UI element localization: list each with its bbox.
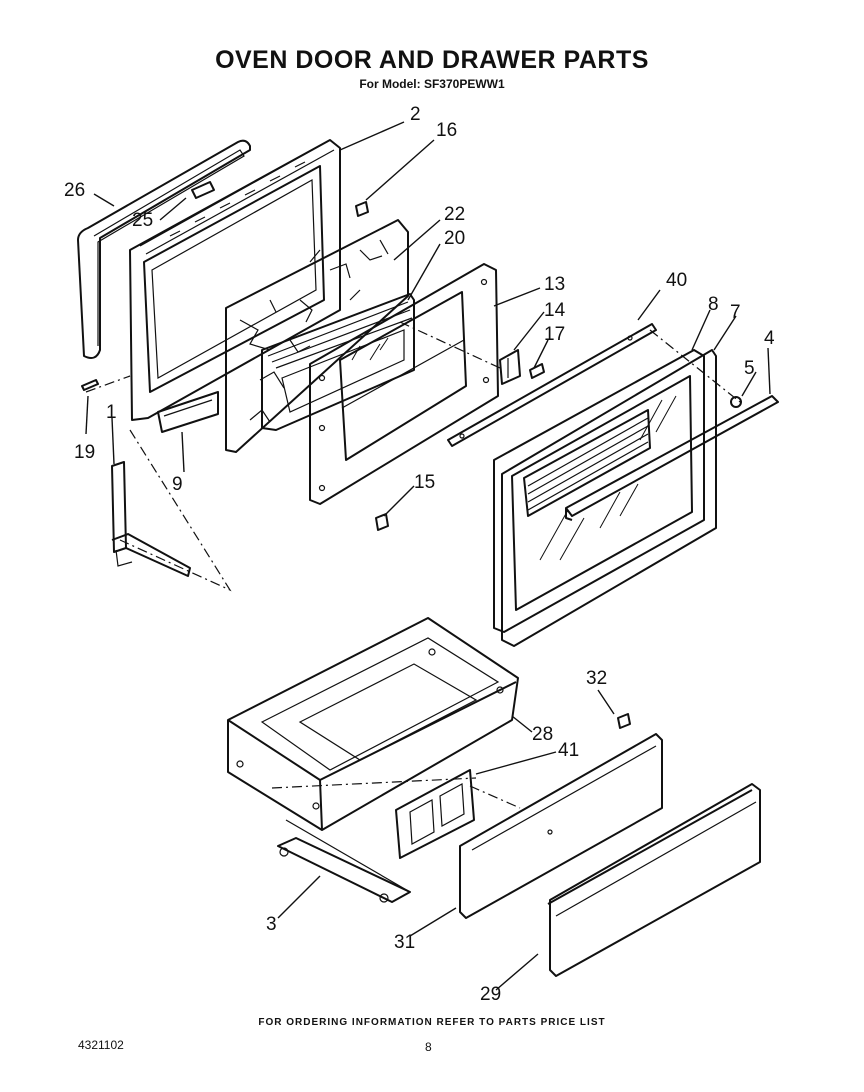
part-15-screw xyxy=(375,513,389,531)
part-17-screw xyxy=(529,363,545,379)
part-22-insulation xyxy=(225,219,409,453)
callout-15: 15 xyxy=(414,472,435,493)
callout-4: 4 xyxy=(764,328,775,349)
callout-17: 17 xyxy=(544,324,565,345)
part-2-inner-door-panel xyxy=(129,139,341,421)
part-29-drawer-panel xyxy=(547,783,761,977)
part-19-screw xyxy=(81,379,99,391)
callout-40: 40 xyxy=(666,270,687,291)
callout-1: 1 xyxy=(106,402,117,423)
part-8-outer-door-glass xyxy=(493,349,705,633)
leader-lines xyxy=(85,121,771,991)
callout-19: 19 xyxy=(74,442,95,463)
part-31-drawer-front xyxy=(459,733,663,919)
part-41-drawer-bracket xyxy=(395,769,475,859)
callout-28: 28 xyxy=(532,724,553,745)
callout-22: 22 xyxy=(444,204,465,225)
callout-14: 14 xyxy=(544,300,566,321)
part-16-screw xyxy=(355,201,369,217)
callout-25: 25 xyxy=(132,210,153,231)
model-subtitle: For Model: SF370PEWW1 xyxy=(359,77,505,91)
callout-26: 26 xyxy=(64,180,85,201)
callout-2: 2 xyxy=(410,104,421,125)
part-14-hinge-bracket xyxy=(499,349,521,385)
part-4-door-handle xyxy=(565,395,779,521)
part-5-screw xyxy=(730,396,742,408)
part-3-drawer-slide xyxy=(277,819,411,903)
callout-20: 20 xyxy=(444,228,465,249)
callout-8: 8 xyxy=(708,294,719,315)
callout-5: 5 xyxy=(744,358,755,379)
assembly-lines xyxy=(85,321,741,809)
callout-labels: 2 16 26 25 22 20 13 40 14 8 7 17 4 5 1 1… xyxy=(64,104,775,1005)
ordering-note: FOR ORDERING INFORMATION REFER TO PARTS … xyxy=(258,1017,606,1028)
callout-13: 13 xyxy=(544,274,565,295)
part-13-door-liner xyxy=(309,263,499,505)
part-7-outer-door-frame xyxy=(501,349,717,647)
part-26-door-gasket xyxy=(77,139,251,359)
callout-32: 32 xyxy=(586,668,607,689)
callout-31: 31 xyxy=(394,932,415,953)
part-40-door-strip xyxy=(447,323,657,447)
page-number: 8 xyxy=(425,1040,432,1054)
part-28-drawer xyxy=(227,617,519,831)
callout-3: 3 xyxy=(266,914,277,935)
part-20-glass-pack xyxy=(261,293,415,431)
callout-9: 9 xyxy=(172,474,183,495)
callout-7: 7 xyxy=(730,302,741,323)
part-1-hinge xyxy=(111,461,191,577)
part-9-door-trim xyxy=(157,391,219,433)
part-25-bracket xyxy=(191,181,215,199)
part-32-screw xyxy=(617,713,631,729)
document-number: 4321102 xyxy=(78,1038,124,1052)
callout-16: 16 xyxy=(436,120,457,141)
callout-41: 41 xyxy=(558,740,579,761)
page-title: OVEN DOOR AND DRAWER PARTS xyxy=(215,46,649,74)
callout-29: 29 xyxy=(480,984,501,1005)
